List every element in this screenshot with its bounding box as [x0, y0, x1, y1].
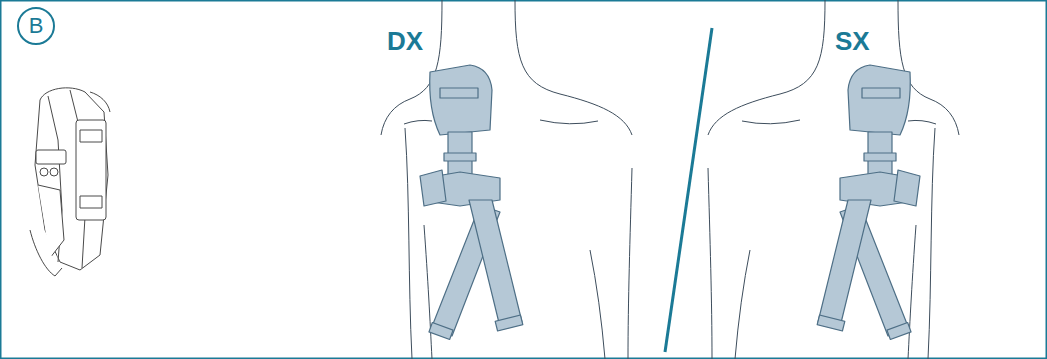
divider-line — [665, 28, 712, 352]
brace-sketch — [30, 88, 110, 276]
callout-circle: B — [17, 7, 55, 45]
brace-straps — [420, 65, 523, 339]
torso-outline — [381, 0, 632, 359]
side-label: DX — [387, 28, 423, 54]
callout-letter: B — [29, 13, 44, 39]
side-label: SX — [835, 28, 870, 54]
torso-figure-mirrored — [708, 0, 959, 359]
torso-figure — [381, 0, 632, 359]
